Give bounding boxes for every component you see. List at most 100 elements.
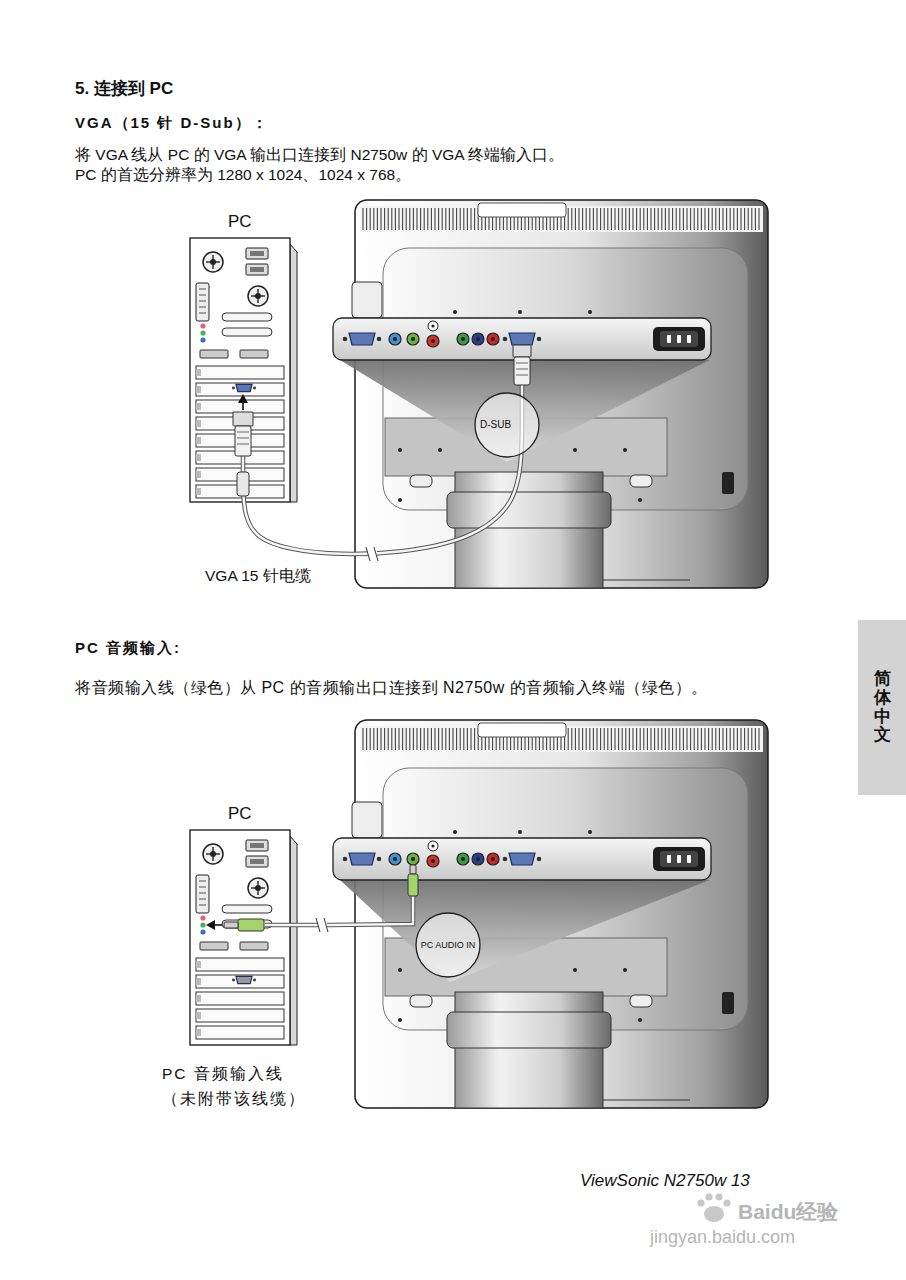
vga-plug xyxy=(233,345,531,496)
vent-slot xyxy=(694,728,695,750)
body-text: 将音频输入线（绿色）从 PC 的音频输出口连接到 N2750w 的音频输入终端（… xyxy=(75,678,708,699)
switch xyxy=(722,472,734,494)
device-label: PC xyxy=(190,804,297,824)
vent-slot xyxy=(708,728,709,750)
slot-tab xyxy=(196,454,201,461)
vent-slot xyxy=(442,728,443,750)
vent-slot xyxy=(686,208,687,230)
vent-slot xyxy=(388,728,389,750)
handle xyxy=(478,723,566,737)
arrow-head xyxy=(206,920,215,930)
audio-jack xyxy=(407,333,419,345)
cable-label: VGA 15 针电缆 xyxy=(205,566,311,586)
expansion-slot xyxy=(196,1009,284,1022)
plug-body xyxy=(514,357,530,385)
side-tab xyxy=(352,282,382,318)
vent-slot xyxy=(694,208,695,230)
audio-jack xyxy=(487,853,499,865)
vent-slot xyxy=(654,728,655,750)
vent-slot xyxy=(445,208,446,230)
port-screw xyxy=(537,857,542,862)
vent-slot xyxy=(647,208,648,230)
hook xyxy=(410,475,432,487)
vent-slot xyxy=(402,728,403,750)
vent-slot xyxy=(463,728,464,750)
port-pins xyxy=(199,307,206,308)
hook xyxy=(410,995,432,1007)
vent-slot xyxy=(442,208,443,230)
screw xyxy=(453,310,457,314)
hook xyxy=(630,475,652,487)
vent-slot xyxy=(643,728,644,750)
port-screw xyxy=(503,857,508,862)
audio-jack xyxy=(200,337,205,342)
zoom-wedge xyxy=(340,360,710,462)
vent-slot xyxy=(715,208,716,230)
callout-text: D-SUB xyxy=(480,419,511,431)
vent-slot xyxy=(460,208,461,230)
vent-slot xyxy=(604,728,605,750)
plug-grip xyxy=(516,369,528,370)
vent-slot xyxy=(449,728,450,750)
vent-slot xyxy=(406,208,407,230)
break-line xyxy=(366,547,370,561)
expansion-slot xyxy=(196,1026,284,1039)
vent-slot xyxy=(676,208,677,230)
port xyxy=(200,350,228,358)
paw-toe xyxy=(723,1199,730,1206)
vent-slot xyxy=(377,208,378,230)
port-pins xyxy=(199,905,206,906)
vent-slot xyxy=(650,728,651,750)
vent-slot xyxy=(427,728,428,750)
vent-slot xyxy=(611,728,612,750)
switch xyxy=(722,992,734,1014)
plug-grip xyxy=(237,438,249,439)
vent-slot xyxy=(683,208,684,230)
port-screw xyxy=(343,857,348,862)
vent-slot xyxy=(434,728,435,750)
vent-slot xyxy=(388,208,389,230)
paw-toe xyxy=(705,1193,712,1200)
port-pins xyxy=(199,899,206,900)
vent-slot xyxy=(701,208,702,230)
vent-slot xyxy=(406,728,407,750)
vent-slot xyxy=(640,728,641,750)
hook xyxy=(630,995,652,1007)
audio-jack xyxy=(472,333,484,345)
circle-outline xyxy=(416,913,480,977)
audio-jack xyxy=(389,853,401,865)
vent-slot xyxy=(722,728,723,750)
expansion-slot xyxy=(196,958,284,971)
slot-tab xyxy=(196,1029,201,1036)
ferrite xyxy=(237,472,249,496)
vent-slot xyxy=(607,208,608,230)
vent-slot xyxy=(593,728,594,750)
fan-hub xyxy=(210,259,216,265)
serial-port xyxy=(196,283,209,321)
tab-label: 简体中文 xyxy=(874,670,891,745)
slot-tab xyxy=(196,1012,201,1019)
vent-slot xyxy=(575,728,576,750)
port-pins xyxy=(199,289,206,290)
vent-slot xyxy=(650,208,651,230)
port xyxy=(200,942,228,950)
power-socket-inner xyxy=(660,851,698,867)
paw-toe xyxy=(715,1193,722,1200)
zoom-wedge xyxy=(340,880,710,982)
vent-slot xyxy=(395,728,396,750)
audio-jack xyxy=(487,333,499,345)
vent-slot xyxy=(658,208,659,230)
vent-slot xyxy=(467,208,468,230)
jack-hole xyxy=(491,857,495,861)
screw xyxy=(398,498,402,502)
connector-panel xyxy=(333,838,711,880)
tower-case xyxy=(190,238,290,502)
vent-slot xyxy=(614,728,615,750)
vent-slot xyxy=(362,208,363,230)
jack-hole xyxy=(461,857,465,861)
vent-slot xyxy=(614,208,615,230)
vent-slot xyxy=(665,208,666,230)
power-pin xyxy=(677,335,681,343)
vent-slot xyxy=(607,728,608,750)
